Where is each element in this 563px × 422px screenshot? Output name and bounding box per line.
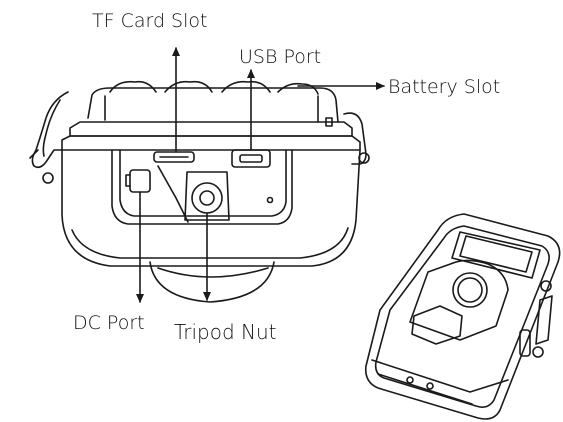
right-hinge-pin <box>358 152 370 164</box>
iso-screw-1 <box>406 376 414 384</box>
iso-hinge <box>540 280 552 292</box>
usb-port-opening <box>239 154 263 163</box>
body-inner-curve <box>71 227 349 259</box>
usb-port-housing <box>231 149 271 168</box>
lid-ridge-3 <box>221 80 271 93</box>
battery-slot-label: Battery Slot <box>388 76 501 98</box>
left-latch-inner <box>42 99 61 157</box>
port-panel-inner <box>119 149 287 217</box>
iso-lens-inner <box>457 277 483 303</box>
iso-right-latch <box>535 295 553 345</box>
iso-top-panel <box>451 231 541 279</box>
lid-ridge-2 <box>164 80 213 93</box>
camera-body <box>61 149 361 267</box>
camera-isometric-view <box>364 213 561 420</box>
lid-ridge-1 <box>109 80 157 93</box>
left-latch <box>31 91 69 169</box>
iso-bottom-band-2 <box>377 373 473 405</box>
callout-arrows <box>136 47 385 303</box>
usb-port-label: USB Port <box>239 46 322 68</box>
iso-top-panel-inner <box>459 235 533 273</box>
dc-port-body <box>129 169 151 193</box>
iso-screw-2 <box>426 382 434 390</box>
tripod-nut-label: Tripod Nut <box>174 320 277 344</box>
camera-lid <box>87 87 339 123</box>
panel-diagonal <box>157 165 189 223</box>
tripod-boss <box>184 171 230 221</box>
dc-port-plug <box>125 174 131 187</box>
iso-side-latch <box>519 329 531 357</box>
iso-outer-shell <box>364 213 561 420</box>
small-screw <box>266 196 274 204</box>
tf-card-slot-opening <box>153 151 195 163</box>
iso-bottom-band <box>371 359 509 393</box>
tf-card-slot-label: TF Card Slot <box>92 10 208 32</box>
tripod-nut-inner <box>199 190 215 206</box>
iso-window-frame <box>409 259 509 341</box>
iso-sensor <box>411 305 463 345</box>
lid-ridge-4 <box>277 82 319 95</box>
iso-lens <box>452 272 488 308</box>
left-hinge <box>42 172 54 184</box>
left-latch-strap <box>29 149 39 159</box>
lens-dome <box>149 261 275 303</box>
dc-port-label: DC Port <box>73 312 145 334</box>
port-panel <box>111 149 293 225</box>
right-clip <box>325 117 333 127</box>
upper-band-2 <box>61 135 361 151</box>
camera-bottom-view <box>29 80 370 303</box>
tripod-nut-outer <box>191 182 223 214</box>
lens-dome-rim <box>157 267 269 278</box>
iso-hinge-2 <box>532 346 544 358</box>
upper-band <box>69 121 353 137</box>
